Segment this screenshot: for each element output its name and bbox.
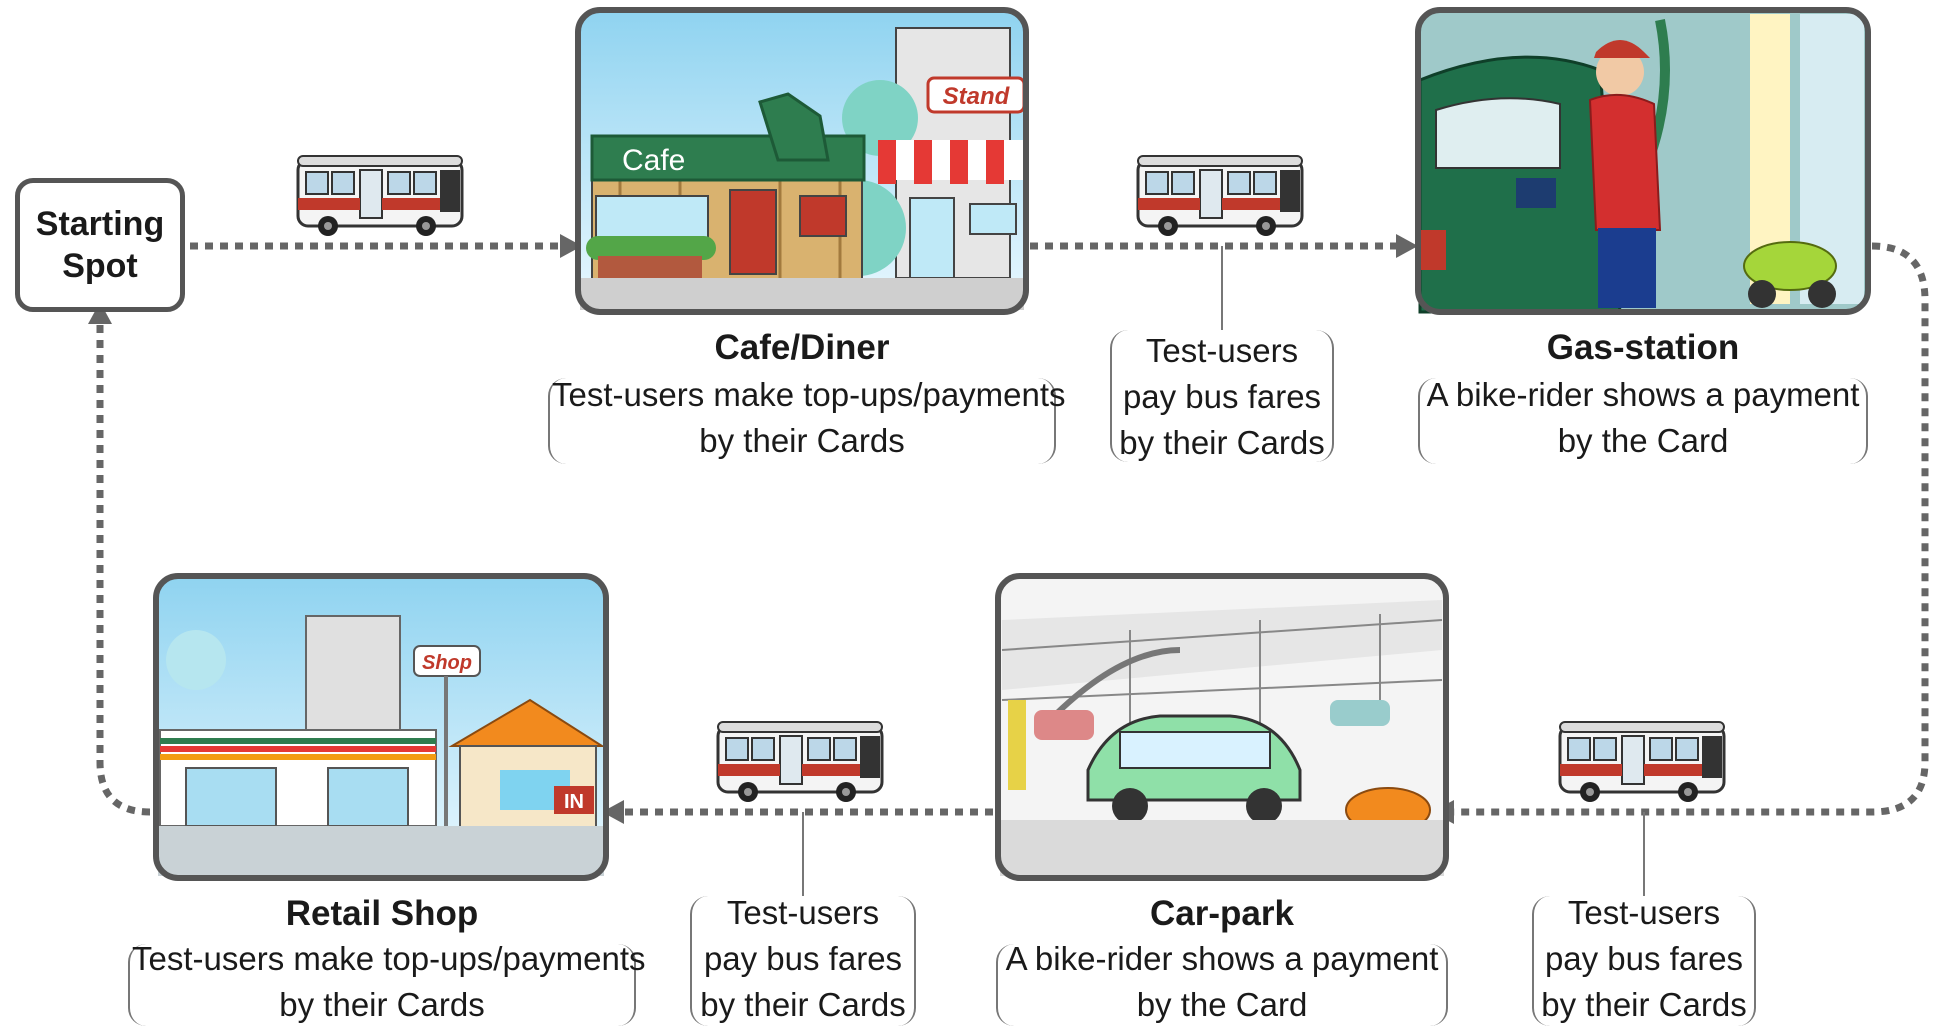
bus-note-line2: pay bus fares — [1544, 940, 1744, 977]
car-park-title: Car-park — [1150, 894, 1294, 933]
bus-icon — [1558, 720, 1726, 804]
gas-station-bracket — [1418, 378, 1868, 464]
gas-desc-line1: A bike-rider shows a payment — [1426, 376, 1860, 413]
gas-desc-line2: by the Card — [1557, 422, 1729, 459]
retail-desc-line1: Test-users make top-ups/payments — [132, 940, 646, 977]
gas-station-title: Gas-station — [1546, 328, 1740, 367]
carpark-desc-line1: A bike-rider shows a payment — [1005, 940, 1439, 977]
svg-text:Stand: Stand — [943, 83, 1011, 110]
bus-note-line3: by their Cards — [1541, 986, 1747, 1023]
retail-shop-title: Retail Shop — [285, 894, 479, 933]
cafe-desc-line1: Test-users make top-ups/payments — [552, 376, 1066, 413]
bus-note-bracket — [690, 896, 916, 1026]
bus-note-bracket — [1532, 896, 1756, 1026]
car-park-bracket — [996, 944, 1448, 1026]
bus-note-line2: pay bus fares — [703, 940, 903, 977]
bus-icon — [1136, 154, 1304, 238]
retail-shop-description: Test-users make top-ups/payments by thei… — [132, 936, 646, 1028]
route-path — [96, 242, 1929, 816]
car-park-description: A bike-rider shows a payment by the Card — [998, 936, 1446, 1028]
svg-text:Cafe: Cafe — [622, 144, 685, 177]
bus-note-line1: Test-users — [1567, 894, 1721, 931]
cafe-desc-line2: by their Cards — [699, 422, 905, 459]
carpark-desc-line2: by the Card — [1136, 986, 1308, 1023]
cafe-title: Cafe/Diner — [714, 328, 890, 367]
gas-station-description: A bike-rider shows a payment by the Card — [1418, 372, 1868, 464]
bus-icon — [296, 154, 464, 238]
bus-note: Test-users pay bus fares by their Cards — [1532, 890, 1756, 1028]
bus-note-line1: Test-users — [1145, 332, 1299, 369]
starting-spot: Starting Spot — [15, 178, 185, 312]
bus-note-line3: by their Cards — [1119, 424, 1325, 461]
cafe-description: Test-users make top-ups/payments by thei… — [552, 372, 1066, 464]
bus-note-bracket — [1110, 330, 1334, 462]
svg-text:Shop: Shop — [422, 652, 472, 674]
bus-note: Test-users pay bus fares by their Cards — [1110, 328, 1334, 466]
svg-text:IN: IN — [564, 791, 584, 813]
bus-note: Test-users pay bus fares by their Cards — [690, 890, 916, 1028]
car-park-picture — [995, 573, 1449, 881]
bus-icon — [716, 720, 884, 804]
starting-spot-line2: Spot — [62, 247, 138, 285]
bus-note-line1: Test-users — [726, 894, 880, 931]
retail-shop-bracket — [128, 944, 636, 1026]
cafe-picture: Cafe Stand — [575, 7, 1029, 315]
retail-shop-picture: Shop IN — [153, 573, 609, 881]
bus-note-line2: pay bus fares — [1122, 378, 1322, 415]
bus-note-line3: by their Cards — [700, 986, 906, 1023]
cafe-bracket — [548, 378, 1056, 464]
retail-desc-line2: by their Cards — [279, 986, 485, 1023]
gas-station-picture — [1415, 7, 1871, 315]
starting-spot-line1: Starting — [35, 205, 165, 243]
